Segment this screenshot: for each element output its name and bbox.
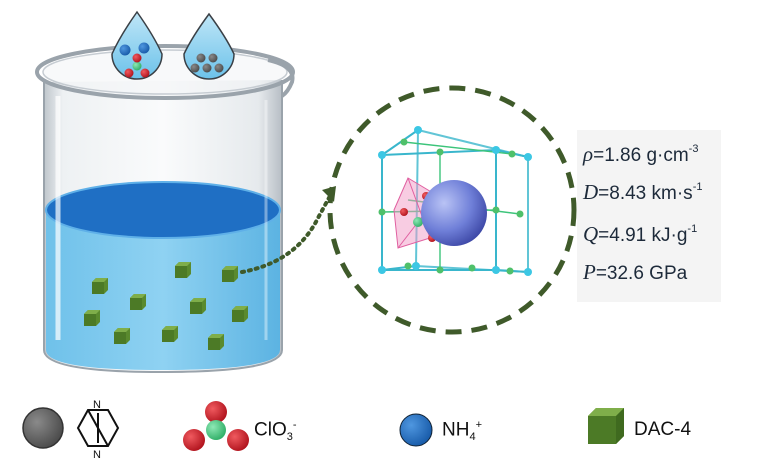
liquid — [46, 210, 280, 370]
cube — [114, 328, 130, 344]
dabco-n-top: N — [93, 399, 101, 411]
product-legend-label: DAC-4 — [634, 419, 692, 440]
heat-of-detonation-label: Q=4.91 kJ·g-1 — [583, 222, 698, 246]
density-label: ρ=1.86 g·cm-3 — [583, 142, 699, 166]
crystal-cubes — [84, 262, 248, 350]
dabco-ball-icon — [22, 407, 64, 449]
cube — [92, 278, 108, 294]
droplet-right — [183, 12, 235, 80]
cube — [190, 298, 206, 314]
perchlorate-icon — [183, 401, 249, 451]
beaker — [35, 44, 295, 374]
properties-panel — [577, 130, 721, 302]
cube — [208, 334, 224, 350]
liquid-surface — [46, 182, 280, 238]
cube — [222, 266, 238, 282]
dabco-structure-icon — [76, 409, 120, 447]
legend: N N — [22, 399, 624, 461]
cube — [232, 306, 248, 322]
cube — [162, 326, 178, 342]
unit-cell — [378, 126, 532, 276]
dabco-n-bottom: N — [93, 449, 101, 461]
cube-legend-icon — [588, 408, 624, 444]
detonation-velocity-label: D=8.43 km·s-1 — [583, 180, 703, 204]
cube — [84, 310, 100, 326]
cage-cation-sphere — [421, 180, 487, 246]
perchlorate-legend-label: ClO3- — [254, 419, 297, 444]
zoom-connector — [240, 194, 332, 274]
beaker-spout — [267, 58, 295, 98]
ammonium-legend-label: NH4+ — [442, 419, 483, 444]
cube — [175, 262, 191, 278]
zoom-circle — [327, 85, 577, 335]
droplet-left — [111, 10, 163, 80]
detonation-pressure-label: P=32.6 GPa — [583, 260, 688, 284]
ammonium-icon — [399, 413, 433, 447]
cube — [130, 294, 146, 310]
